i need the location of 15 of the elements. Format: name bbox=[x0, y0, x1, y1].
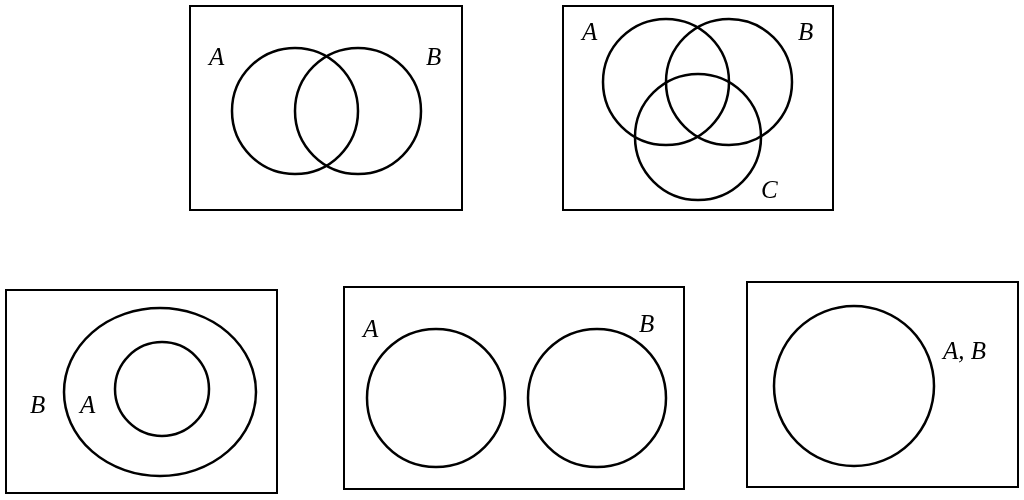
set-label: A bbox=[80, 392, 96, 418]
set-label: A bbox=[582, 19, 598, 45]
set-label: B bbox=[30, 392, 46, 418]
set-label: B bbox=[639, 311, 655, 337]
universe-rectangle bbox=[343, 286, 685, 490]
universe-rectangle bbox=[562, 5, 834, 211]
universe-rectangle bbox=[746, 281, 1019, 488]
universe-rectangle bbox=[5, 289, 278, 494]
set-label: B bbox=[798, 19, 814, 45]
set-label: C bbox=[761, 177, 778, 203]
set-label: A bbox=[363, 316, 379, 342]
set-label: A, B bbox=[943, 338, 987, 364]
set-label: A bbox=[209, 44, 225, 70]
universe-rectangle bbox=[189, 5, 463, 211]
set-label: B bbox=[426, 44, 442, 70]
